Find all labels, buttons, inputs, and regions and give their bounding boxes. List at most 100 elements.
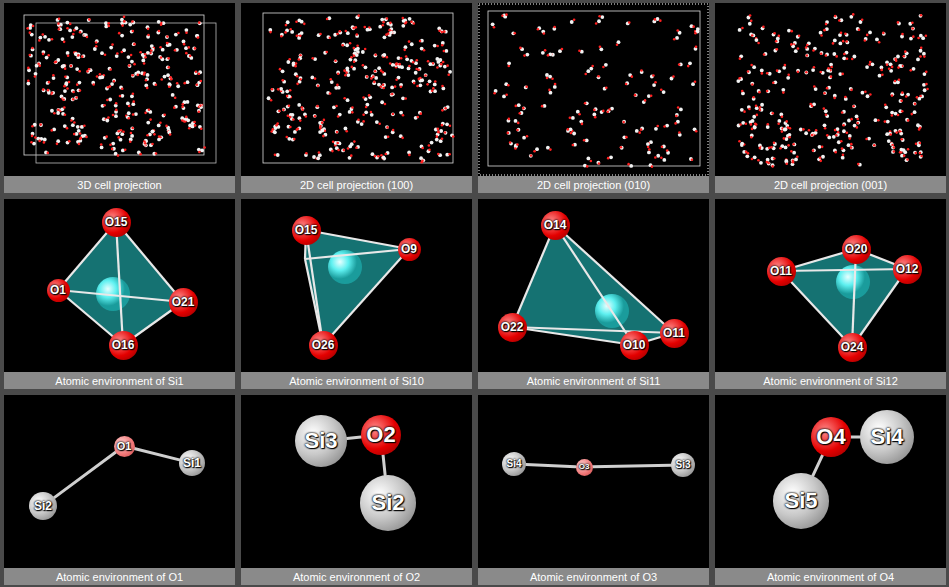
silicon-dot — [34, 72, 38, 76]
view-panel: 3D cell projection — [4, 3, 235, 193]
oxygen-dot — [757, 42, 760, 45]
silicon-dot — [326, 35, 330, 39]
silicon-dot — [390, 86, 394, 90]
silicon-dot — [51, 91, 55, 95]
silicon-dot — [285, 89, 289, 93]
oxygen-dot — [181, 103, 184, 106]
oxygen-dot — [672, 75, 675, 78]
silicon-dot — [334, 86, 338, 90]
silicon-dot — [834, 15, 838, 19]
oxygen-dot — [81, 55, 84, 58]
oxygen-dot — [766, 90, 769, 93]
oxygen-dot — [773, 157, 776, 160]
silicon-dot — [26, 82, 30, 86]
oxygen-dot — [115, 109, 118, 112]
oxygen-dot — [316, 105, 319, 108]
oxygen-dot — [756, 114, 759, 117]
silicon-dot — [656, 17, 660, 21]
oxygen-dot — [444, 131, 447, 134]
silicon-dot — [320, 129, 324, 133]
silicon-dot — [364, 65, 368, 69]
oxygen-dot — [782, 91, 785, 94]
oxygen-dot — [437, 128, 440, 131]
atom-ball: O4 — [811, 417, 851, 457]
oxygen-dot — [772, 81, 775, 84]
atom-label: O12 — [896, 263, 919, 275]
oxygen-dot — [663, 125, 666, 128]
silicon-dot — [146, 73, 150, 77]
oxygen-dot — [271, 128, 274, 131]
oxygen-dot — [382, 71, 385, 74]
atom-label: O3 — [579, 463, 590, 471]
oxygen-dot — [109, 144, 112, 147]
bond-line — [851, 436, 860, 439]
oxygen-dot — [137, 74, 140, 77]
image-area — [4, 395, 235, 568]
oxygen-dot — [42, 53, 45, 56]
oxygen-dot — [607, 157, 610, 160]
oxygen-dot — [374, 155, 377, 158]
silicon-dot — [156, 31, 160, 35]
oxygen-dot — [516, 129, 519, 132]
oxygen-dot — [844, 96, 847, 99]
oxygen-dot — [781, 130, 784, 133]
silicon-dot — [291, 138, 295, 142]
silicon-dot — [124, 21, 128, 25]
oxygen-dot — [634, 94, 637, 97]
silicon-dot — [805, 54, 809, 58]
silicon-dot — [569, 127, 573, 131]
silicon-dot — [401, 96, 405, 100]
oxygen-dot — [787, 126, 790, 129]
silicon-dot — [911, 27, 915, 31]
silicon-dot — [786, 76, 790, 80]
oxygen-dot — [584, 102, 587, 105]
oxygen-dot — [441, 109, 444, 112]
silicon-dot — [361, 50, 365, 54]
image-area — [715, 199, 946, 372]
silicon-dot — [897, 22, 901, 26]
silicon-dot — [165, 57, 169, 61]
silicon-dot — [276, 109, 280, 113]
silicon-dot — [609, 155, 613, 159]
silicon-dot — [171, 93, 175, 97]
oxygen-dot — [362, 96, 365, 99]
oxygen-dot — [785, 137, 788, 140]
silicon-dot — [166, 65, 170, 69]
silicon-dot — [61, 37, 65, 41]
oxygen-dot — [280, 35, 283, 38]
silicon-dot — [905, 158, 909, 162]
oxygen-dot — [337, 115, 340, 118]
oxygen-dot — [119, 95, 122, 98]
oxygen-dot — [757, 159, 760, 162]
oxygen-dot — [865, 138, 868, 141]
silicon-dot — [165, 35, 169, 39]
silicon-dot — [197, 109, 201, 113]
oxygen-dot — [894, 58, 897, 61]
view-panel: O4Si4Si5Atomic environment of O4 — [715, 395, 946, 585]
silicon-dot — [62, 64, 66, 68]
oxygen-dot — [80, 137, 83, 140]
oxygen-dot — [766, 72, 769, 75]
oxygen-dot — [86, 70, 89, 73]
panel-caption: Atomic environment of O2 — [293, 571, 420, 583]
bond-line — [383, 455, 385, 475]
silicon-dot — [604, 63, 608, 67]
oxygen-dot — [695, 130, 698, 133]
silicon-dot — [134, 112, 138, 116]
oxygen-dot — [741, 27, 744, 30]
silicon-dot — [300, 31, 304, 35]
silicon-dot — [782, 66, 786, 70]
oxygen-dot — [781, 115, 784, 118]
oxygen-dot — [66, 27, 69, 30]
oxygen-dot — [656, 125, 659, 128]
oxygen-dot — [907, 119, 910, 122]
oxygen-dot — [319, 33, 322, 36]
oxygen-dot — [819, 71, 822, 74]
silicon-dot — [145, 77, 149, 81]
oxygen-dot — [505, 13, 508, 16]
oxygen-dot — [438, 29, 441, 32]
oxygen-dot — [343, 97, 346, 100]
oxygen-dot — [784, 64, 787, 67]
silicon-dot — [799, 128, 803, 132]
oxygen-dot — [771, 112, 774, 115]
